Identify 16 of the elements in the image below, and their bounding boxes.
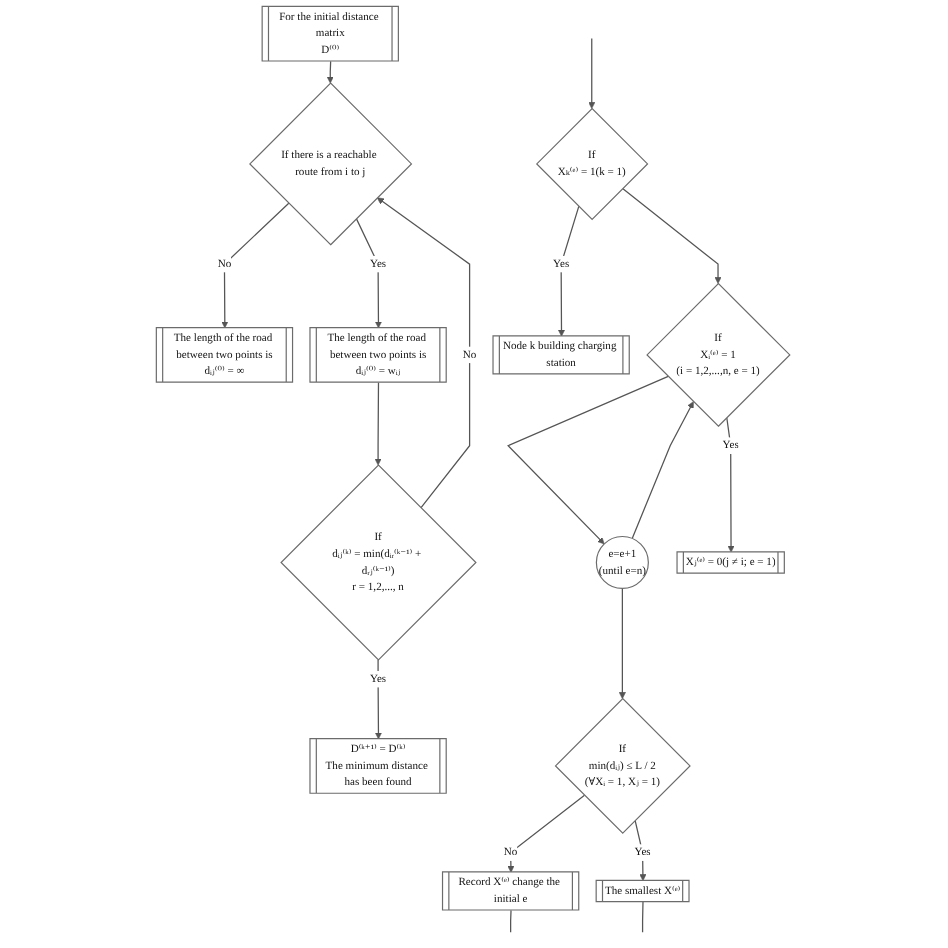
connector — [510, 909, 513, 933]
arrow — [727, 416, 736, 553]
arrow — [375, 381, 383, 466]
arrow — [632, 401, 695, 540]
arrow — [558, 205, 581, 337]
arrow — [375, 659, 383, 740]
arrow — [327, 60, 335, 84]
arrow — [377, 197, 472, 509]
arrow — [222, 202, 291, 329]
arrow — [619, 587, 627, 699]
arrow — [508, 794, 587, 873]
arrow — [356, 218, 383, 329]
arrow — [589, 37, 597, 109]
arrow — [622, 187, 723, 284]
arrow — [508, 375, 670, 545]
connector — [642, 901, 645, 933]
